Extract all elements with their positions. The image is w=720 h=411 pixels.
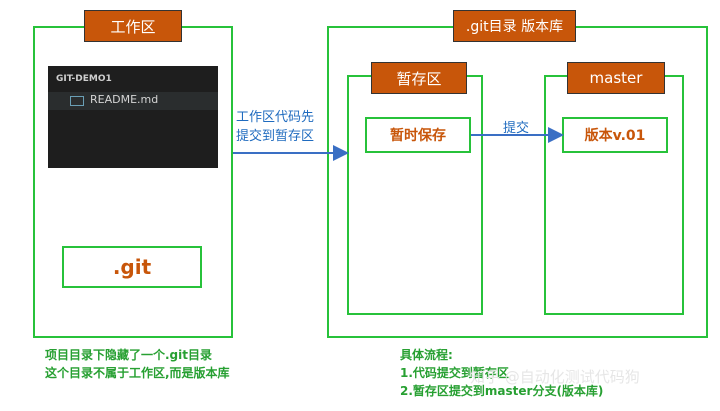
stage-title: 暂存区 [371, 62, 467, 94]
markdown-file-icon [70, 96, 84, 106]
repository-title: .git目录 版本库 [453, 10, 576, 42]
master-box [544, 75, 684, 315]
left-note-line1: 项目目录下隐藏了一个.git目录 [45, 348, 212, 362]
file-explorer-panel: GIT-DEMO1 README.md [48, 66, 218, 168]
explorer-folder-title[interactable]: GIT-DEMO1 [56, 74, 112, 84]
stage-box [347, 75, 483, 315]
master-item: 版本v.01 [562, 117, 668, 153]
right-note-line1: 1.代码提交到暂存区 [400, 366, 509, 380]
watermark: 知乎 @自动化测试代码狗 [470, 368, 640, 386]
arrow-label-line2: 提交到暂存区 [236, 129, 315, 144]
stage-item: 暂时保存 [365, 117, 471, 153]
explorer-file-name[interactable]: README.md [90, 93, 159, 106]
git-directory-box: .git [62, 246, 202, 288]
left-note-line2: 这个目录不属于工作区,而是版本库 [45, 366, 230, 380]
right-note-line2: 2.暂存区提交到master分支(版本库) [400, 384, 604, 398]
right-note-title: 具体流程: [400, 348, 453, 362]
commit-label: 提交 [503, 121, 530, 136]
explorer-file-row[interactable] [48, 92, 218, 110]
arrow-label-line1: 工作区代码先 [236, 110, 315, 125]
master-title: master [567, 62, 665, 94]
workspace-title: 工作区 [84, 10, 182, 42]
